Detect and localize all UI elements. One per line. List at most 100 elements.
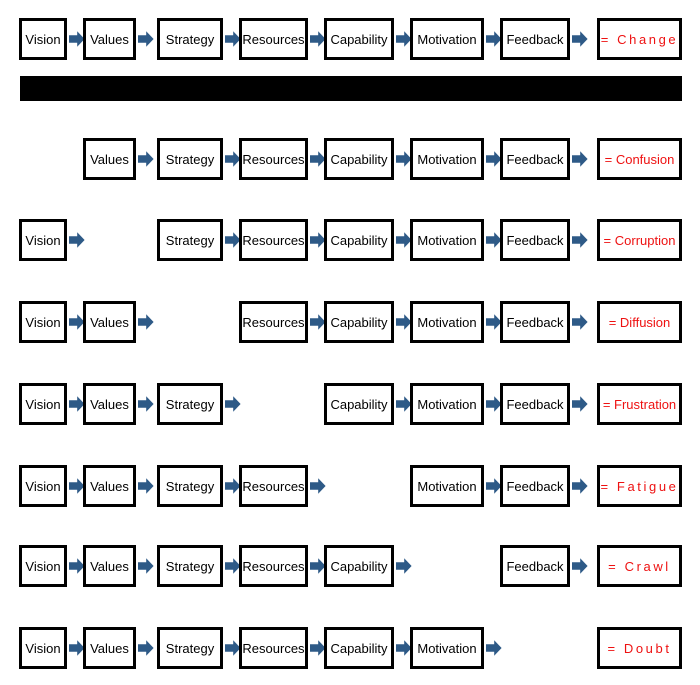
result-box[interactable]: = Frustration — [597, 383, 682, 425]
stage-box-capability[interactable]: Capability — [324, 219, 394, 261]
arrow-right-icon — [225, 30, 241, 48]
arrow-right-icon — [572, 30, 588, 48]
stage-box-strategy[interactable]: Strategy — [157, 383, 223, 425]
arrow-right-icon — [310, 639, 326, 657]
missing-stage-capability — [324, 465, 394, 507]
missing-stage-resources — [239, 383, 308, 425]
stage-box-motivation[interactable]: Motivation — [410, 301, 484, 343]
stage-box-resources[interactable]: Resources — [239, 138, 308, 180]
arrow-right-icon — [310, 313, 326, 331]
stage-box-motivation[interactable]: Motivation — [410, 219, 484, 261]
stage-box-values[interactable]: Values — [83, 383, 136, 425]
stage-box-capability[interactable]: Capability — [324, 627, 394, 669]
arrow-right-icon — [486, 477, 502, 495]
missing-stage-strategy — [157, 301, 223, 343]
row-corruption: Vision Strategy Resources Capability Motivat… — [0, 219, 700, 263]
arrow-right-icon — [396, 557, 412, 575]
arrow-right-icon — [225, 477, 241, 495]
result-box[interactable]: = Doubt — [597, 627, 682, 669]
stage-box-vision[interactable]: Vision — [19, 545, 67, 587]
stage-box-resources[interactable]: Resources — [239, 18, 308, 60]
result-box[interactable]: = Fatigue — [597, 465, 682, 507]
stage-box-vision[interactable]: Vision — [19, 383, 67, 425]
stage-box-values[interactable]: Values — [83, 301, 136, 343]
row-change: Vision Values Strategy Resources Capability M… — [0, 18, 700, 62]
arrow-right-icon — [572, 231, 588, 249]
stage-box-feedback[interactable]: Feedback — [500, 383, 570, 425]
stage-box-resources[interactable]: Resources — [239, 219, 308, 261]
stage-box-feedback[interactable]: Feedback — [500, 545, 570, 587]
stage-box-resources[interactable]: Resources — [239, 545, 308, 587]
stage-box-values[interactable]: Values — [83, 138, 136, 180]
stage-box-values[interactable]: Values — [83, 18, 136, 60]
arrow-right-icon — [225, 150, 241, 168]
stage-box-motivation[interactable]: Motivation — [410, 627, 484, 669]
stage-box-feedback[interactable]: Feedback — [500, 138, 570, 180]
result-box[interactable]: = Change — [597, 18, 682, 60]
result-box[interactable]: = Corruption — [597, 219, 682, 261]
arrow-right-icon — [69, 313, 85, 331]
row-confusion: Values Strategy Resources Capability Motivat… — [0, 138, 700, 182]
stage-box-values[interactable]: Values — [83, 627, 136, 669]
stage-box-capability[interactable]: Capability — [324, 301, 394, 343]
row-fatigue: Vision Values Strategy Resources Motivation F… — [0, 465, 700, 509]
arrow-right-icon — [396, 639, 412, 657]
arrow-right-icon — [138, 477, 154, 495]
result-box[interactable]: = Crawl — [597, 545, 682, 587]
arrow-right-icon — [310, 557, 326, 575]
arrow-right-icon — [396, 395, 412, 413]
arrow-right-icon — [310, 477, 326, 495]
stage-box-vision[interactable]: Vision — [19, 627, 67, 669]
stage-box-vision[interactable]: Vision — [19, 18, 67, 60]
stage-box-feedback[interactable]: Feedback — [500, 18, 570, 60]
result-box[interactable]: = Diffusion — [597, 301, 682, 343]
stage-box-resources[interactable]: Resources — [239, 301, 308, 343]
arrow-right-icon — [69, 30, 85, 48]
arrow-right-icon — [69, 477, 85, 495]
arrow-right-icon — [225, 639, 241, 657]
arrow-right-icon — [138, 150, 154, 168]
stage-box-strategy[interactable]: Strategy — [157, 219, 223, 261]
stage-box-resources[interactable]: Resources — [239, 627, 308, 669]
arrow-right-icon — [486, 30, 502, 48]
result-box[interactable]: = Confusion — [597, 138, 682, 180]
stage-box-feedback[interactable]: Feedback — [500, 219, 570, 261]
stage-box-motivation[interactable]: Motivation — [410, 138, 484, 180]
black-redaction-bar — [20, 76, 682, 101]
stage-box-values[interactable]: Values — [83, 465, 136, 507]
arrow-right-icon — [310, 30, 326, 48]
stage-box-vision[interactable]: Vision — [19, 301, 67, 343]
stage-box-strategy[interactable]: Strategy — [157, 138, 223, 180]
stage-box-motivation[interactable]: Motivation — [410, 465, 484, 507]
arrow-right-icon — [486, 395, 502, 413]
stage-box-capability[interactable]: Capability — [324, 18, 394, 60]
stage-box-strategy[interactable]: Strategy — [157, 545, 223, 587]
missing-stage-feedback — [500, 627, 570, 669]
stage-box-feedback[interactable]: Feedback — [500, 465, 570, 507]
stage-box-strategy[interactable]: Strategy — [157, 627, 223, 669]
arrow-right-icon — [69, 395, 85, 413]
stage-box-motivation[interactable]: Motivation — [410, 18, 484, 60]
stage-box-capability[interactable]: Capability — [324, 545, 394, 587]
arrow-right-icon — [69, 231, 85, 249]
arrow-right-icon — [310, 231, 326, 249]
row-frustration: Vision Values Strategy Capability Motivation… — [0, 383, 700, 427]
stage-box-values[interactable]: Values — [83, 545, 136, 587]
arrow-right-icon — [69, 557, 85, 575]
arrow-right-icon — [396, 231, 412, 249]
stage-box-motivation[interactable]: Motivation — [410, 383, 484, 425]
arrow-right-icon — [486, 639, 502, 657]
stage-box-strategy[interactable]: Strategy — [157, 18, 223, 60]
stage-box-feedback[interactable]: Feedback — [500, 301, 570, 343]
arrow-right-icon — [138, 557, 154, 575]
stage-box-resources[interactable]: Resources — [239, 465, 308, 507]
arrow-right-icon — [69, 639, 85, 657]
arrow-right-icon — [572, 150, 588, 168]
stage-box-vision[interactable]: Vision — [19, 219, 67, 261]
stage-box-capability[interactable]: Capability — [324, 383, 394, 425]
row-diffusion: Vision Values Resources Capability Motivatio… — [0, 301, 700, 345]
stage-box-vision[interactable]: Vision — [19, 465, 67, 507]
stage-box-capability[interactable]: Capability — [324, 138, 394, 180]
stage-box-strategy[interactable]: Strategy — [157, 465, 223, 507]
